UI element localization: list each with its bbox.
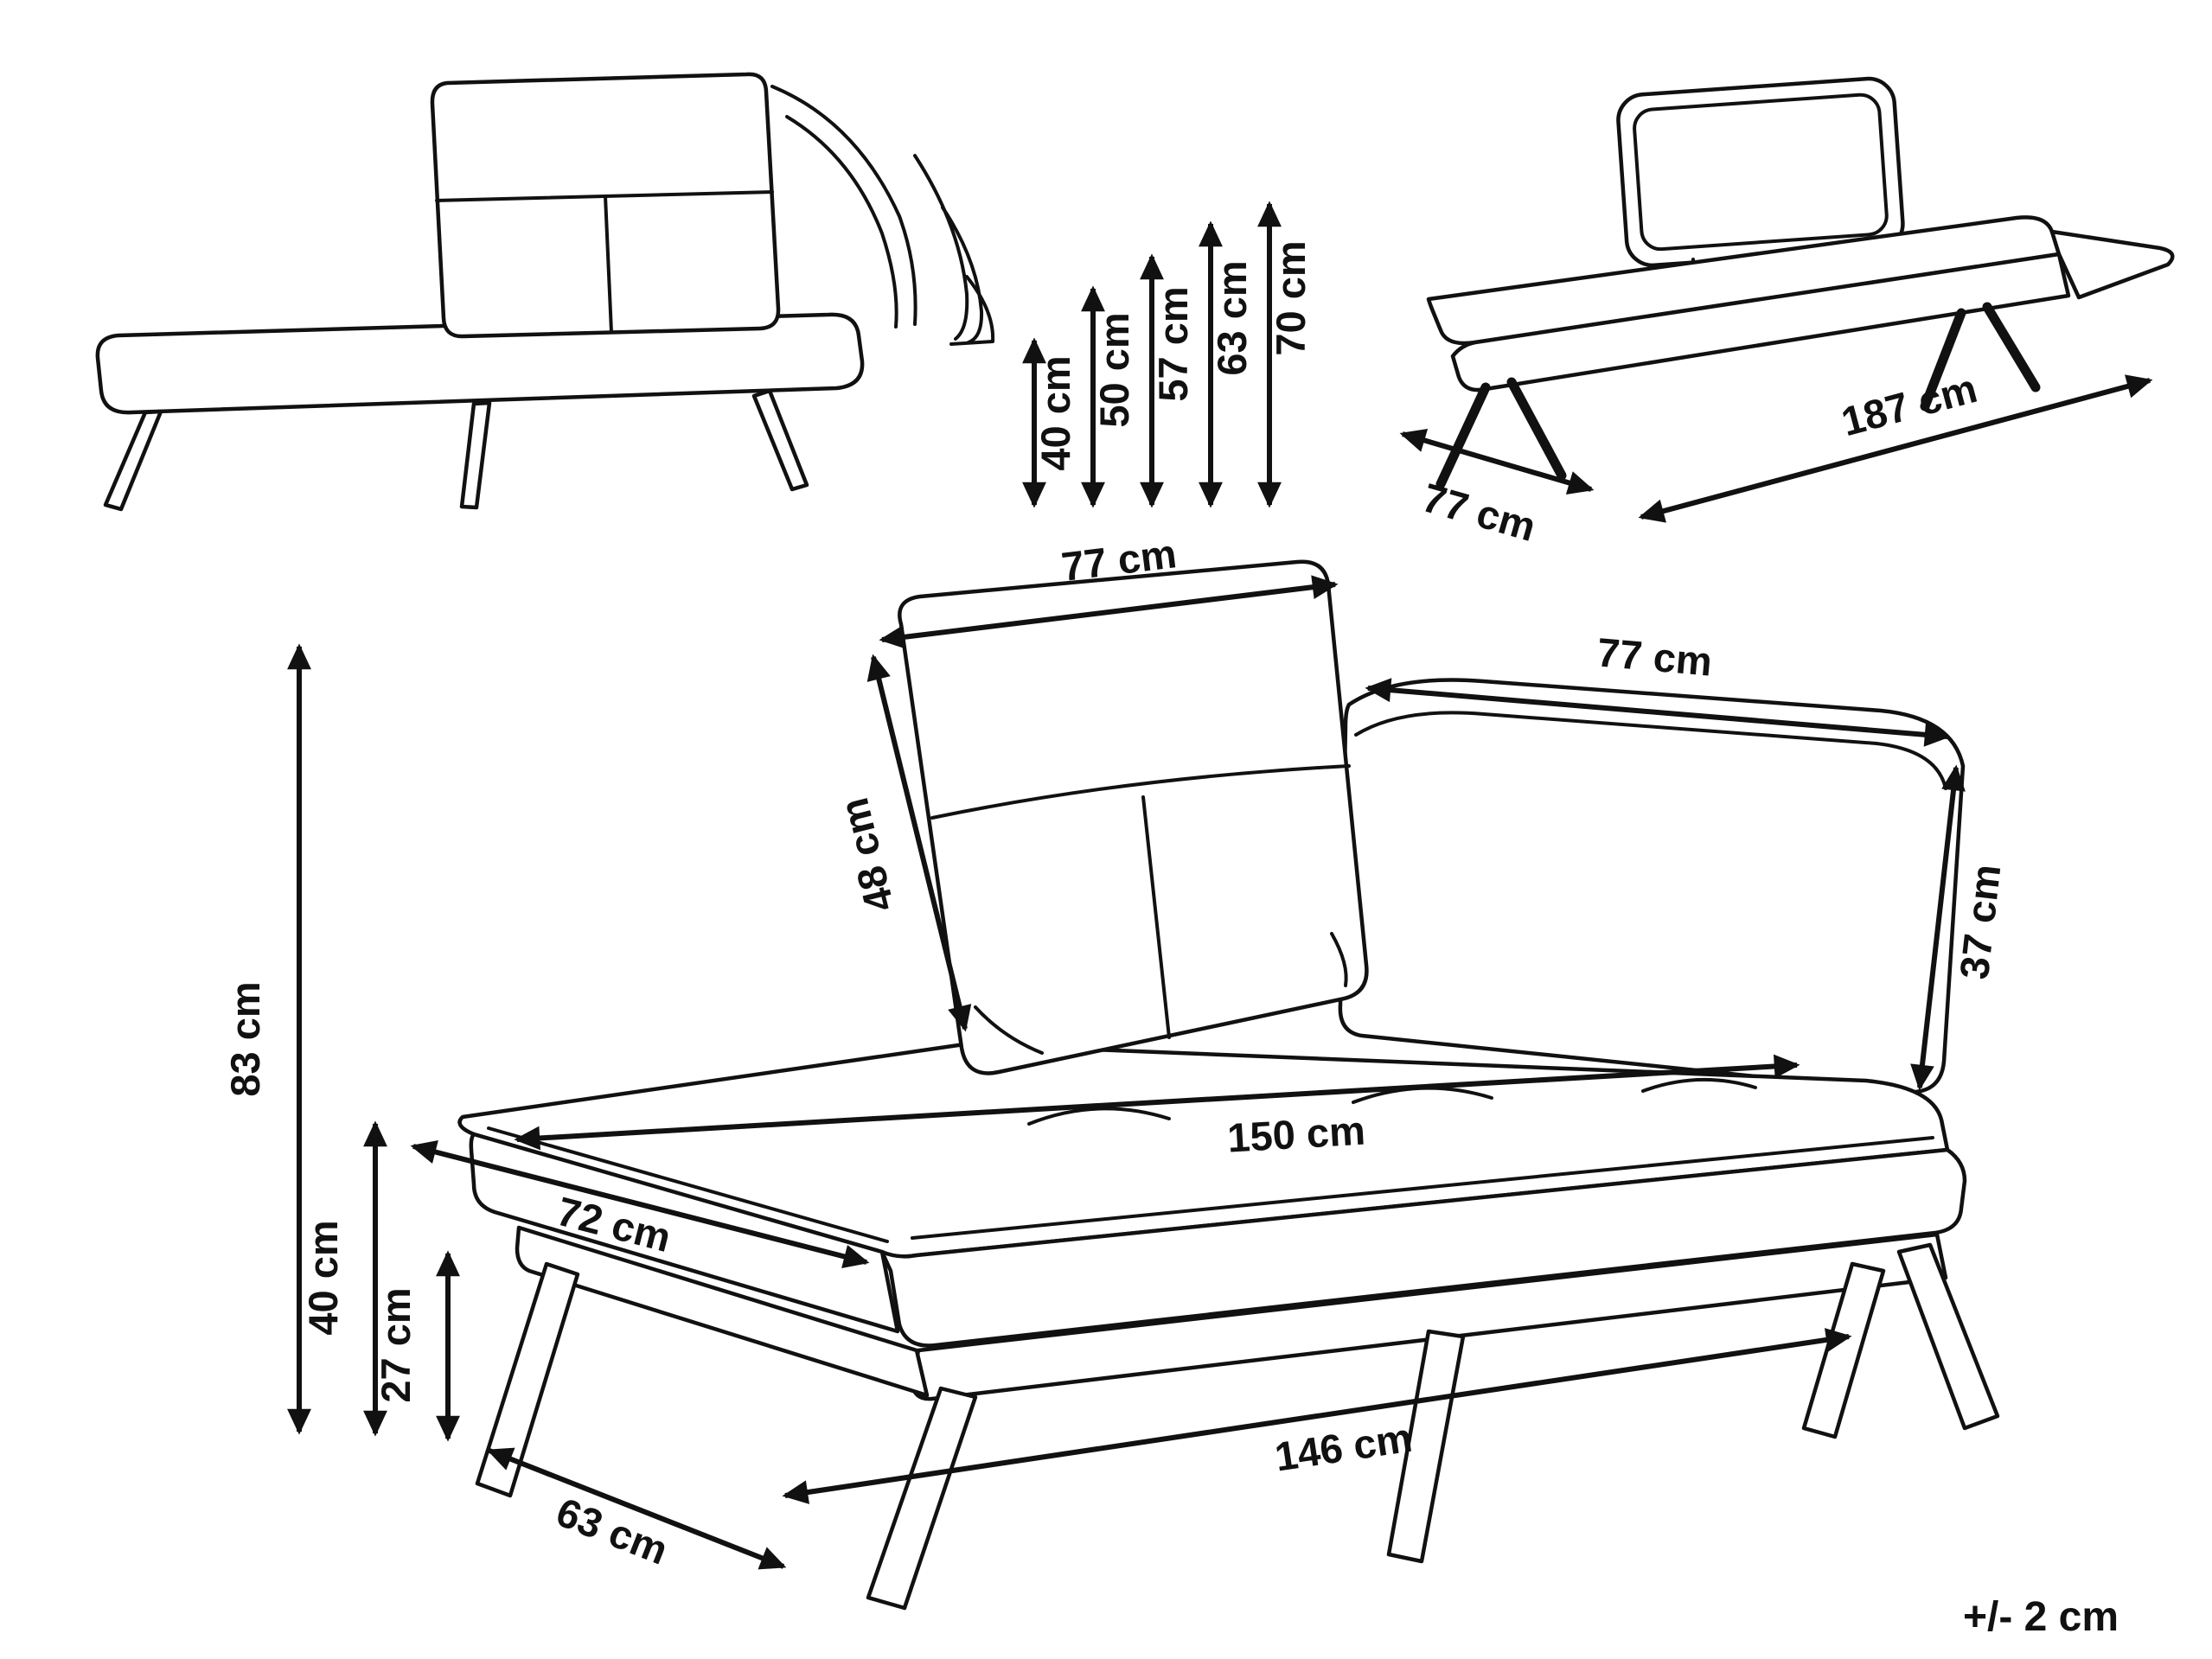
side-view-leg-right xyxy=(751,388,809,492)
flat-view-bench-top xyxy=(1426,215,2062,346)
flat-view-leg-1 xyxy=(1435,382,1491,489)
back-cushion-seams xyxy=(930,764,1351,1055)
tolerance-note: +/- 2 cm xyxy=(1963,1594,2119,1640)
side-view-cushion-seam-2 xyxy=(604,195,613,334)
dim-arrow-flat-length xyxy=(1638,374,2153,523)
perspective-view-drawing: 77 cm 48 cm 77 cm 37 cm 150 cm 72 cm 146… xyxy=(222,530,2010,1611)
dim-label-side-cushion-height: 37 cm xyxy=(1951,862,2010,981)
dim-label-height-50: 50 cm xyxy=(1091,312,1137,427)
dim-arrow-seat-depth xyxy=(410,1140,870,1268)
dim-label-height-57: 57 cm xyxy=(1150,286,1196,401)
dim-label-seat-height: 40 cm xyxy=(300,1220,346,1335)
flat-view-leg-4 xyxy=(1982,302,2041,392)
folding-motion-lines xyxy=(770,85,995,346)
leg-foot-far xyxy=(475,1261,580,1498)
flat-open-view-drawing: 77 cm 187 cm xyxy=(1399,76,2175,550)
side-view-leg-left xyxy=(103,409,163,512)
dim-label-seat-length: 150 cm xyxy=(1226,1107,1366,1160)
dim-label-height-63: 63 cm xyxy=(1209,260,1255,375)
side-view-folding-drawing xyxy=(95,72,995,512)
dim-label-height-40: 40 cm xyxy=(1032,355,1078,470)
dim-arrow-back-cushion-width xyxy=(879,575,1339,649)
flat-view-backrest xyxy=(1616,76,1905,268)
flat-view-leg-2 xyxy=(1506,377,1567,481)
dim-arrow-back-cushion-height xyxy=(866,654,972,1032)
dim-arrow-base-length xyxy=(782,1328,1852,1504)
side-view-leg-middle xyxy=(459,400,492,510)
leg-foot-near xyxy=(866,1386,978,1611)
dim-arrow-base-depth xyxy=(486,1447,787,1570)
dim-arrow-side-cushion-width xyxy=(1365,678,1951,747)
dim-arrow-flat-width xyxy=(1399,429,1595,495)
dim-label-flat-width: 77 cm xyxy=(1417,474,1541,550)
dim-arrow-seat-length xyxy=(514,1054,1800,1151)
dim-label-base-length: 146 cm xyxy=(1272,1414,1415,1480)
side-view-bench xyxy=(95,312,865,415)
dim-label-overall-height: 83 cm xyxy=(222,981,268,1096)
leg-right-outer xyxy=(1896,1242,2000,1431)
dim-label-back-cushion-height: 48 cm xyxy=(830,794,903,916)
backrest-height-dimensions: 40 cm 50 cm 57 cm 63 cm 70 cm xyxy=(1022,201,1314,508)
dim-label-height-70: 70 cm xyxy=(1268,240,1314,355)
dim-arrow-side-cushion-height xyxy=(1910,764,1966,1091)
dim-label-side-cushion-width: 77 cm xyxy=(1595,629,1714,684)
flat-view-end-flap xyxy=(2049,229,2175,300)
back-cushion xyxy=(898,559,1369,1075)
dim-label-ground-clearance: 27 cm xyxy=(373,1287,419,1402)
